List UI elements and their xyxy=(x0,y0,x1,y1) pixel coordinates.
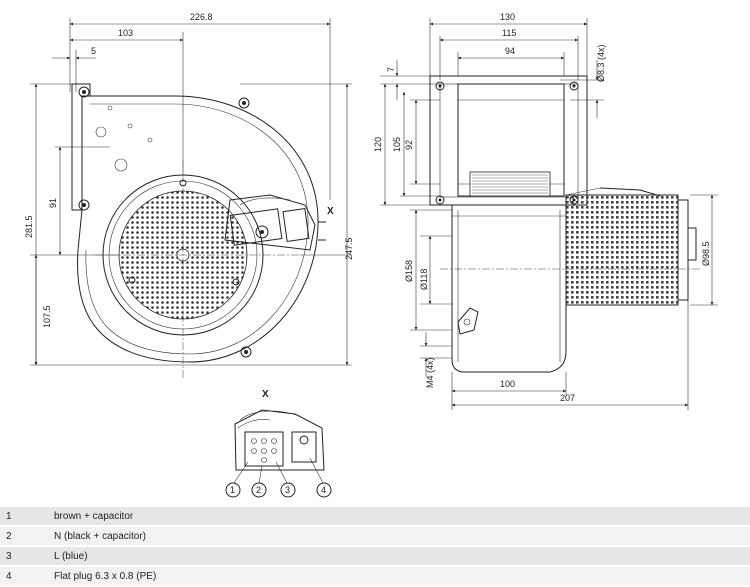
legend-number: 3 xyxy=(0,546,48,567)
legend-row: 3 L (blue) xyxy=(0,546,750,567)
legend-description: N (black + capacitor) xyxy=(48,526,750,547)
connection-legend-table: 1 brown + capacitor 2 N (black + capacit… xyxy=(0,507,750,587)
dim-thread: M4 (4x) xyxy=(425,357,435,388)
motor xyxy=(565,194,679,306)
dim-height-mid: 105 xyxy=(392,137,402,152)
legend-number: 1 xyxy=(0,507,48,527)
dim-motor-dia: Ø98.5 xyxy=(701,241,711,266)
scroll-housing xyxy=(77,95,319,363)
callout-2: 2 xyxy=(256,485,261,495)
detail-title: X xyxy=(262,389,269,400)
legend-row: 2 N (black + capacitor) xyxy=(0,526,750,547)
dim-depth-total: 207 xyxy=(560,393,575,403)
dim-depth-housing: 100 xyxy=(500,379,515,389)
side-view: 130 115 94 Ø8.3 (4x) 7 120 105 92 xyxy=(373,12,718,410)
dim-width-outer: 130 xyxy=(500,12,515,22)
dim-overall-width: 226.8 xyxy=(190,12,213,22)
dim-flange-thk: 7 xyxy=(386,67,396,72)
dim-inlet-offset: 103 xyxy=(118,28,133,38)
dim-width-mid: 115 xyxy=(502,28,516,38)
detail-x: X 1 2 3 4 xyxy=(225,389,332,498)
legend-row: 4 Flat plug 6.3 x 0.8 (PE) xyxy=(0,566,750,587)
legend-number: 4 xyxy=(0,566,48,587)
dim-height-inner: 92 xyxy=(404,140,414,150)
dim-height-outer: 120 xyxy=(373,137,383,152)
legend-description: L (blue) xyxy=(48,546,750,567)
housing-body xyxy=(451,205,567,373)
callout-4: 4 xyxy=(321,485,326,495)
dim-overall-height: 281.5 xyxy=(24,215,34,238)
dim-dia-large: Ø158 xyxy=(404,260,414,282)
callout-1: 1 xyxy=(230,485,235,495)
callout-3: 3 xyxy=(285,485,290,495)
dim-axis-to-bottom: 107.5 xyxy=(42,305,52,328)
dim-axis-to-flange: 91 xyxy=(48,198,58,208)
dim-hole-dia: Ø8.3 (4x) xyxy=(596,44,606,82)
legend-row: 1 brown + capacitor xyxy=(0,507,750,527)
legend-description: brown + capacitor xyxy=(48,507,750,527)
outlet-flange xyxy=(429,75,588,206)
legend-number: 2 xyxy=(0,526,48,547)
dim-flange-offset: 5 xyxy=(91,46,96,56)
front-view: 226.8 103 5 281.5 91 107.5 247.5 xyxy=(24,12,354,378)
section-marker-x: X xyxy=(327,206,334,217)
dim-axis-to-top: 247.5 xyxy=(344,237,354,260)
dim-dia-small: Ø118 xyxy=(419,269,429,290)
technical-drawing: 226.8 103 5 281.5 91 107.5 247.5 xyxy=(24,12,718,498)
dim-width-inner: 94 xyxy=(505,46,515,56)
legend-description: Flat plug 6.3 x 0.8 (PE) xyxy=(48,566,750,587)
